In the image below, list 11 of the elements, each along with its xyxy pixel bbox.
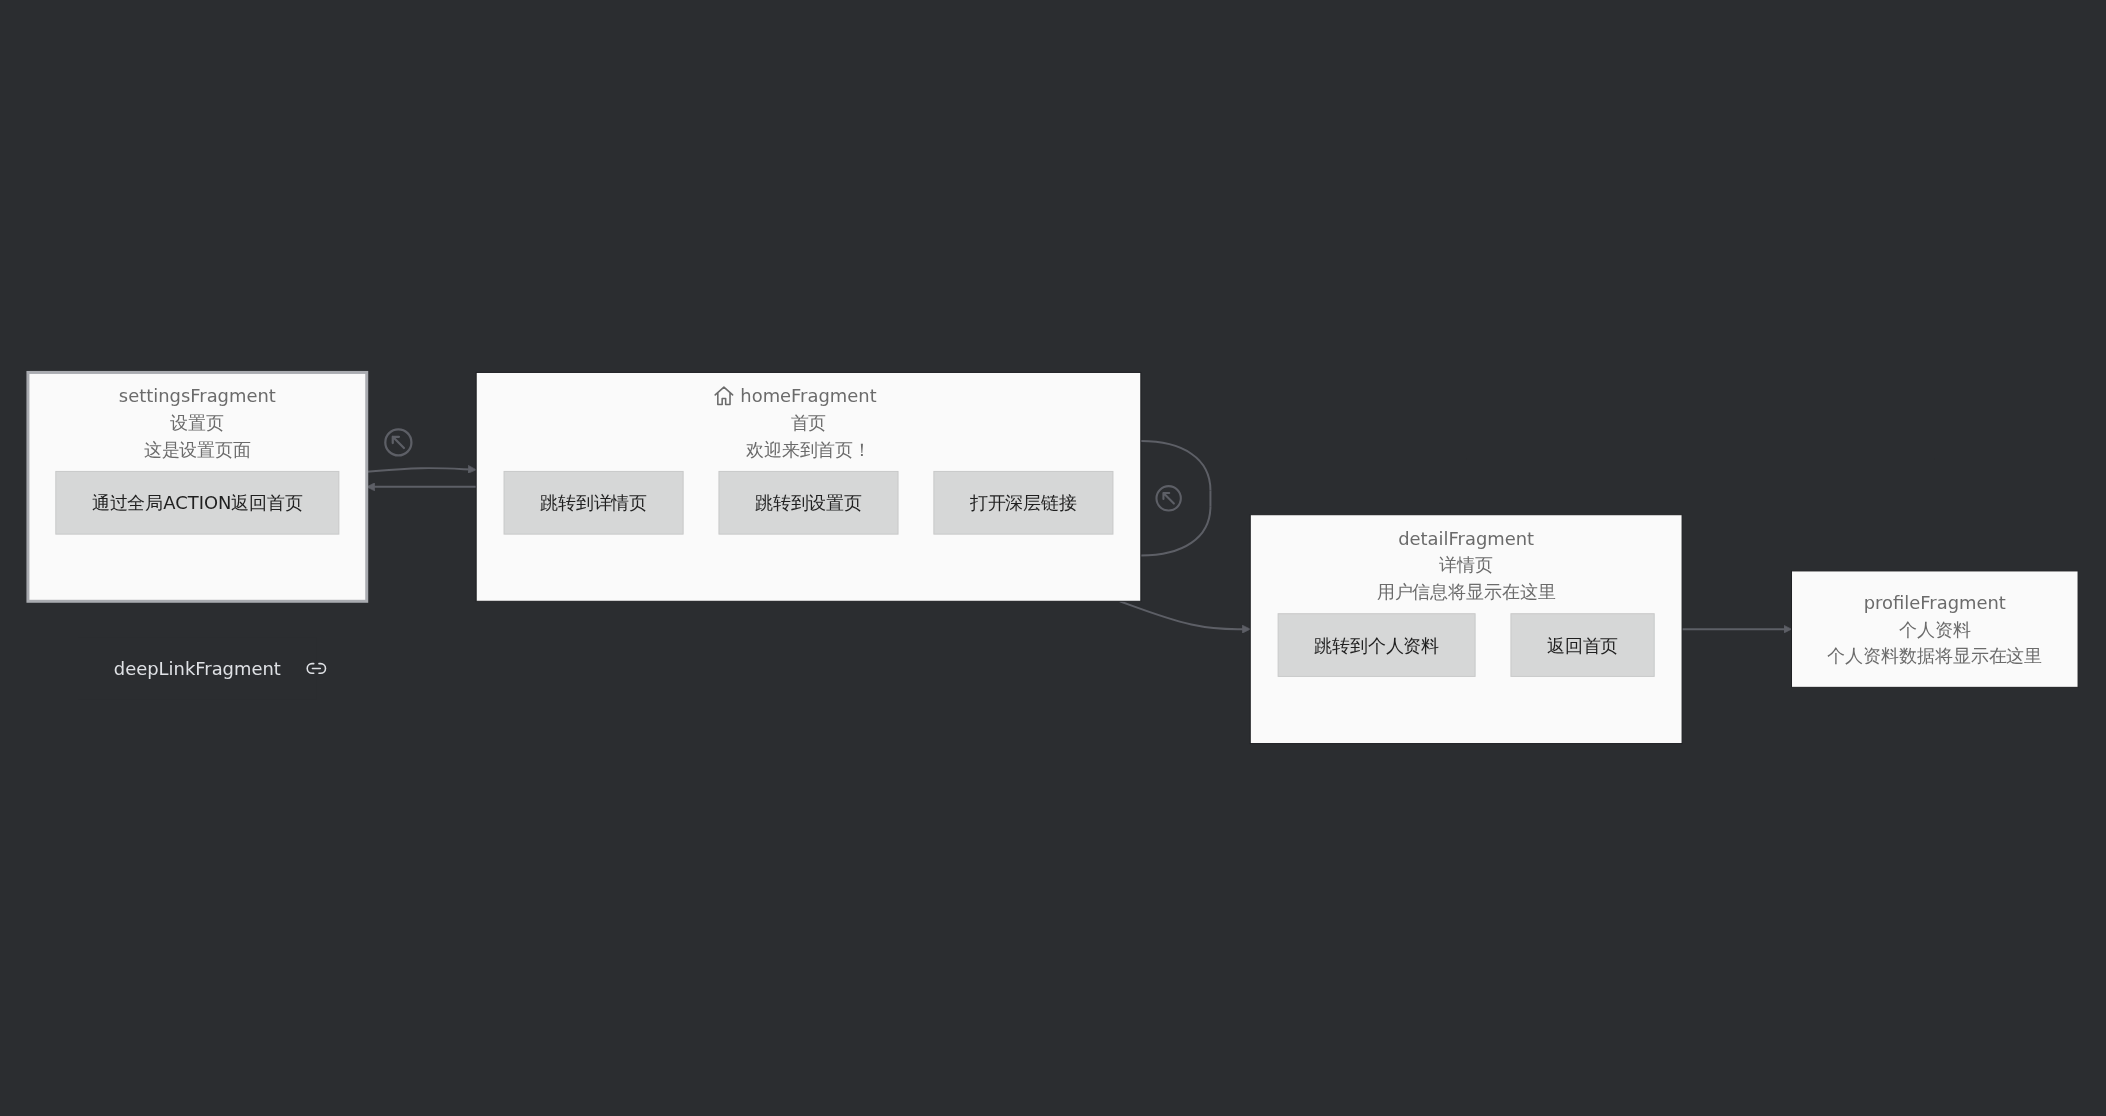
node-box: 打开深层链接 (933, 470, 1114, 535)
node-box: profileFragment 个人资料 个人资料数据将显示在这里 (1791, 570, 2079, 688)
node-box: 跳转到个人资料 (1277, 613, 1476, 677)
node-text: deepLinkFragment (113, 657, 281, 679)
arrow (1681, 624, 1792, 634)
node-box: 跳转到详情页 (503, 470, 684, 535)
node-box: 跳转到设置页 (718, 470, 899, 535)
connector (1139, 440, 1212, 557)
node-box: 返回首页 (1510, 613, 1655, 677)
arrow (366, 482, 478, 492)
node-box: 通过全局ACTION返回首页 (55, 470, 340, 535)
